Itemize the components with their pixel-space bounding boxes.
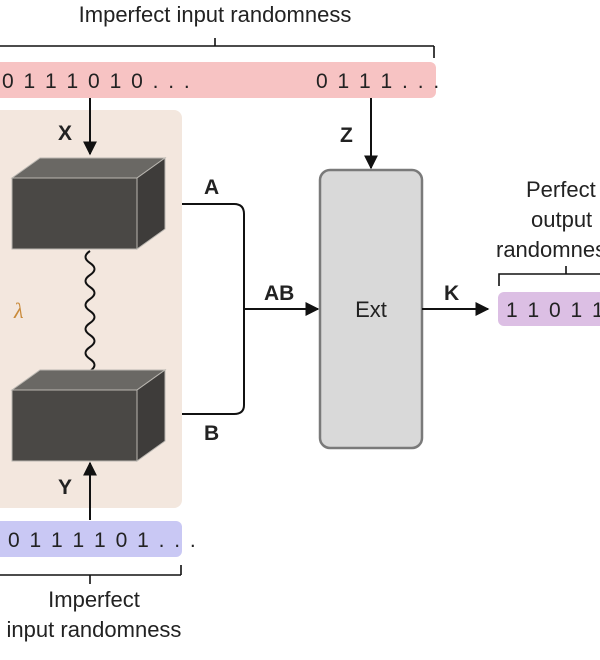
label-lambda: λ <box>13 298 24 323</box>
device-bottom <box>10 369 167 462</box>
label-z: Z <box>340 124 353 147</box>
device-top <box>10 157 167 250</box>
label-k: K <box>444 282 459 305</box>
entanglement-link <box>84 250 96 372</box>
bottom-brace <box>0 565 182 584</box>
output-label-line1: Perfect <box>526 177 596 202</box>
output-label-line2: output <box>531 207 592 232</box>
bottom-input-bar <box>0 521 182 557</box>
extractor-label: Ext <box>355 297 387 322</box>
top-input-bar <box>0 62 436 98</box>
output-bits: 1 1 0 1 1 <box>506 299 600 322</box>
top-bits-left: 0 1 1 1 0 1 0 . . . <box>2 70 192 93</box>
label-y: Y <box>58 476 72 499</box>
bottom-brace-label-line1: Imperfect <box>48 587 140 612</box>
top-bits-right: 0 1 1 1 . . . <box>316 70 441 93</box>
output-bar <box>498 292 600 326</box>
output-label-line3: randomness <box>496 237 600 262</box>
output-brace <box>498 266 600 286</box>
label-a: A <box>204 176 219 199</box>
label-x: X <box>58 122 72 145</box>
bottom-bits: 0 1 1 1 1 0 1 . . . <box>8 529 198 552</box>
output-bracket <box>182 203 245 415</box>
top-brace <box>0 38 435 58</box>
top-brace-label: Imperfect input randomness <box>79 2 352 27</box>
label-b: B <box>204 422 219 445</box>
bottom-brace-label-line2: input randomness <box>7 617 182 642</box>
label-ab: AB <box>264 282 294 305</box>
